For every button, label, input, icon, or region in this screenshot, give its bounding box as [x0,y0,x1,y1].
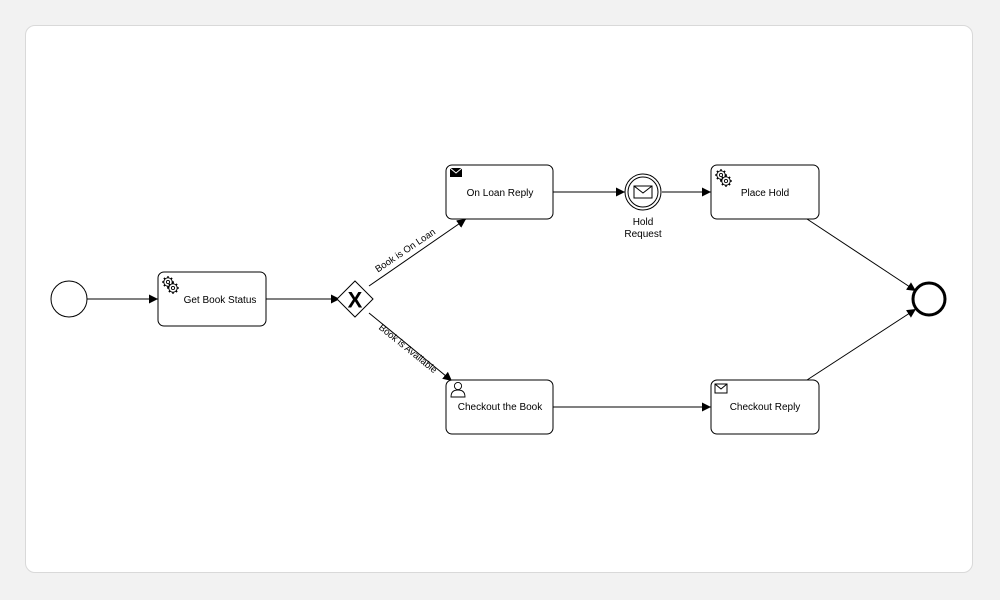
task-place-hold[interactable]: Place Hold [710,164,820,220]
sequence-flows [87,187,917,412]
task-label: Checkout Reply [730,402,801,413]
user-icon [450,381,466,398]
flow-gateway-to-checkout-book[interactable] [368,312,453,382]
gateway-x-icon: X [348,288,363,313]
event-label-line2: Request [624,229,661,240]
task-label: Checkout the Book [458,402,543,413]
envelope-filled-icon [449,167,463,177]
envelope-icon [714,383,728,394]
flow-label-available: Book is Available [376,322,439,376]
event-label-line1: Hold [633,217,654,228]
exclusive-gateway[interactable]: X [336,280,374,318]
start-event[interactable] [50,280,88,318]
task-checkout-book[interactable]: Checkout the Book [445,379,554,435]
flow-checkout-reply-to-end[interactable] [806,308,917,381]
task-get-book-status[interactable]: Get Book Status [157,271,267,327]
task-label: Get Book Status [184,295,257,306]
flow-place-hold-to-end[interactable] [806,218,917,292]
envelope-icon [633,185,653,199]
task-on-loan-reply[interactable]: On Loan Reply [445,164,554,220]
task-label: Place Hold [741,188,789,199]
task-checkout-reply[interactable]: Checkout Reply [710,379,820,435]
flow-label-on-loan: Book is On Loan [373,227,437,275]
task-label: On Loan Reply [467,188,534,199]
intermediate-event-hold-request[interactable]: Hold Request [624,173,662,240]
flow-gateway-to-on-loan-reply[interactable] [368,218,467,287]
end-event[interactable] [911,281,947,317]
